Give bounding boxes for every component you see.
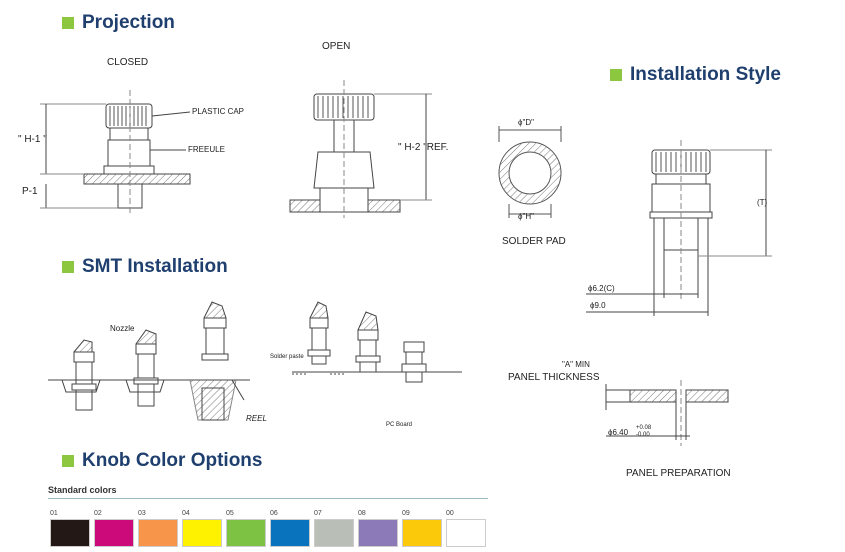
- p1-dimension-label: P-1: [22, 186, 38, 197]
- dia-9-label: ϕ9.0: [590, 301, 606, 310]
- color-code: 08: [358, 510, 366, 517]
- knob-color-table: Standard colors 01 02 03 04 05 06 07 08 …: [48, 480, 488, 552]
- color-chip: [50, 519, 90, 547]
- nozzle-label: Nozzle: [110, 324, 135, 333]
- panel-thickness-label: PANEL THICKNESS: [508, 372, 600, 383]
- installation-fastener-drawing: [586, 140, 772, 316]
- open-label: OPEN: [322, 41, 351, 52]
- color-code: 05: [226, 510, 234, 517]
- color-chip: [314, 519, 354, 547]
- d-dimension-label: ϕ"D": [518, 118, 534, 127]
- tolerance-minus-label: -0.00: [636, 432, 650, 438]
- color-code: 04: [182, 510, 190, 517]
- installation-style-heading: Installation Style: [610, 64, 781, 86]
- color-swatch: 05: [226, 510, 266, 547]
- color-code: 07: [314, 510, 322, 517]
- color-code: 01: [50, 510, 58, 517]
- solder-pad-drawing: [498, 126, 562, 218]
- smt-placement-drawing: [292, 301, 462, 383]
- color-swatch: 07: [314, 510, 354, 547]
- color-swatch: 01: [50, 510, 90, 547]
- color-code: 00: [446, 510, 454, 517]
- color-chip: [358, 519, 398, 547]
- bullet-square-icon: [62, 261, 74, 273]
- pc-board-label: PC Board: [386, 422, 413, 428]
- dia-62-label: ϕ6.2(C): [588, 284, 615, 293]
- plastic-cap-label: PLASTIC CAP: [192, 107, 245, 116]
- solder-pad-label: SOLDER PAD: [502, 236, 566, 247]
- a-min-label: "A" MIN: [562, 360, 590, 369]
- t-dimension-label: (T): [757, 198, 768, 207]
- color-code: 02: [94, 510, 102, 517]
- color-chip: [182, 519, 222, 547]
- color-swatch: 08: [358, 510, 398, 547]
- bullet-square-icon: [62, 17, 74, 29]
- color-code: 06: [270, 510, 278, 517]
- smt-installation-heading: SMT Installation: [62, 256, 228, 278]
- color-swatch: 02: [94, 510, 134, 547]
- color-code: 09: [402, 510, 410, 517]
- color-chip: [226, 519, 266, 547]
- color-chip: [270, 519, 310, 547]
- dia-640-label: ϕ6.40: [608, 428, 629, 437]
- bullet-square-icon: [62, 455, 74, 467]
- reel-label: REEL: [246, 414, 267, 423]
- color-chip: [94, 519, 134, 547]
- color-swatch: 03: [138, 510, 178, 547]
- h-dimension-label: ϕ"H": [518, 212, 534, 221]
- color-swatch: 06: [270, 510, 310, 547]
- closed-label: CLOSED: [107, 57, 149, 68]
- panel-preparation-label: PANEL PREPARATION: [626, 468, 731, 479]
- standard-colors-title: Standard colors: [48, 485, 117, 495]
- divider: [48, 498, 488, 499]
- solder-paste-label: Solder paste: [270, 354, 304, 360]
- color-code: 03: [138, 510, 146, 517]
- color-chip: [446, 519, 486, 547]
- ferrule-label: FREEULE: [188, 145, 225, 154]
- panel-preparation-drawing: [605, 380, 729, 446]
- tolerance-plus-label: +0.08: [636, 425, 652, 431]
- color-swatch: 00: [446, 510, 486, 547]
- projection-heading: Projection: [62, 12, 175, 34]
- smt-pickup-drawing: [48, 301, 250, 421]
- h2-dimension-label: " H-2 "REF.: [398, 142, 449, 153]
- knob-color-options-heading: Knob Color Options: [62, 450, 262, 472]
- open-fastener-drawing: [289, 80, 432, 218]
- bullet-square-icon: [610, 69, 622, 81]
- color-swatch: 09: [402, 510, 442, 547]
- color-chip: [402, 519, 442, 547]
- color-chip: [138, 519, 178, 547]
- h1-dimension-label: " H-1 ": [18, 134, 47, 145]
- closed-fastener-drawing: [40, 90, 191, 214]
- color-swatch: 04: [182, 510, 222, 547]
